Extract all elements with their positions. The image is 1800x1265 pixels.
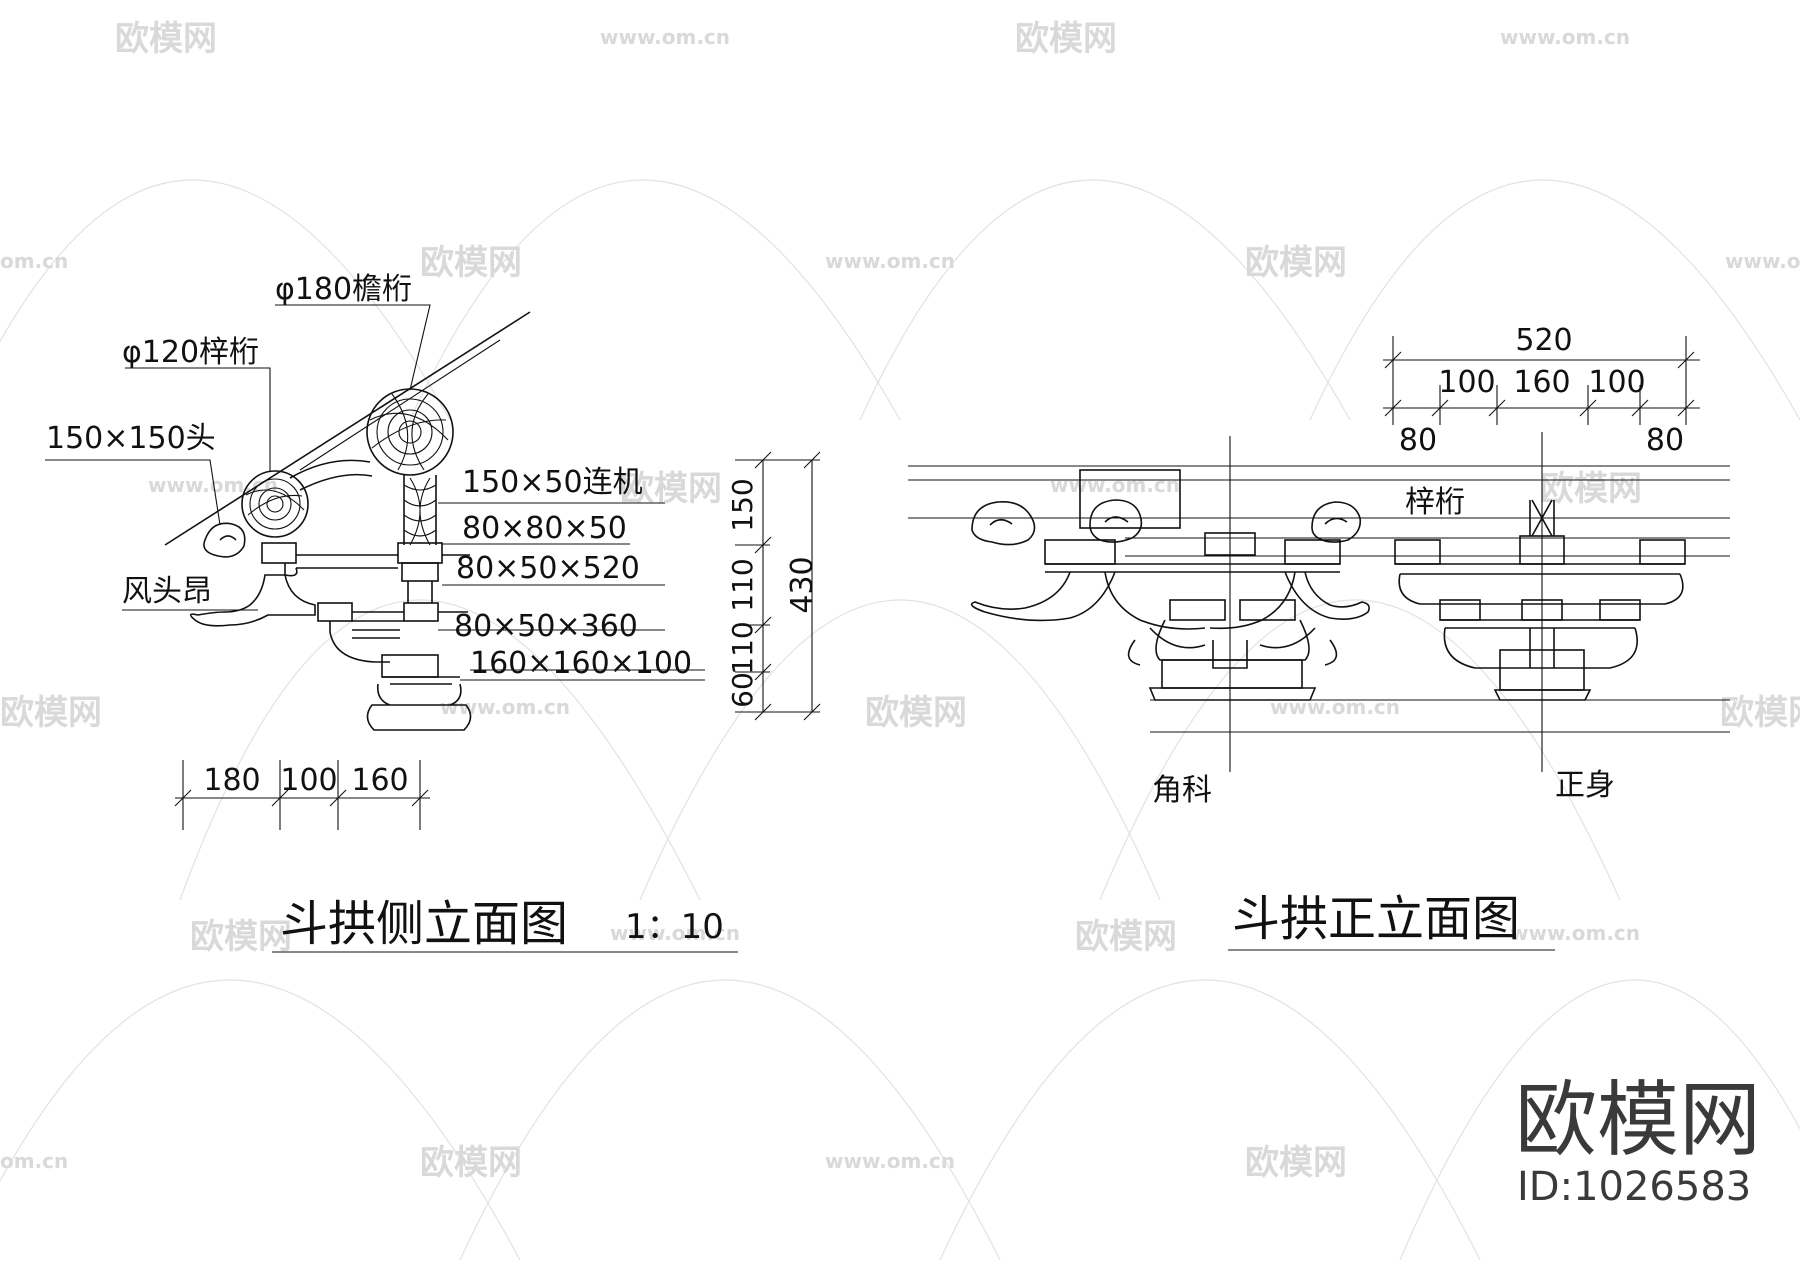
dim-front-80-right: 80 xyxy=(1646,423,1684,458)
watermark-arcs xyxy=(0,179,1800,1261)
dim-v-150: 150 xyxy=(726,478,759,531)
front-title: 斗拱正立面图 xyxy=(1232,891,1520,947)
front-dims xyxy=(1383,336,1700,425)
connector-post-carving xyxy=(403,477,437,546)
upper-beam xyxy=(284,554,470,577)
label-wind-head: 风头昂 xyxy=(122,574,212,609)
watermark-brand: 欧模网 xyxy=(190,917,292,957)
label-block-a: 80×80×50 xyxy=(462,511,627,546)
label-center: 正身 xyxy=(1555,768,1615,803)
watermark-site: www.om.cn xyxy=(600,25,730,49)
dim-h-180: 180 xyxy=(203,763,260,798)
upper-block-right xyxy=(397,542,443,564)
watermark-site: www.om.cn xyxy=(1270,695,1400,719)
eave-purlin-circle xyxy=(366,388,454,476)
dim-front-80-left: 80 xyxy=(1399,423,1437,458)
watermark-site: www.om.cn xyxy=(1725,249,1800,273)
front-beam-lines xyxy=(908,465,1730,733)
cloud-ornament xyxy=(203,522,246,558)
dim-front-total: 520 xyxy=(1515,323,1572,358)
middle-block-right xyxy=(403,602,439,622)
dim-front-100-left: 100 xyxy=(1438,365,1495,400)
dim-v-60: 60 xyxy=(726,672,759,708)
center-bracket-group xyxy=(1394,499,1686,701)
label-purlin: 梓桁 xyxy=(1405,485,1465,520)
label-beam-a: 80×50×520 xyxy=(456,551,640,586)
label-sub-purlin: φ120梓桁 xyxy=(122,335,259,370)
watermark-site: www.om.cn xyxy=(1050,473,1180,497)
watermark-brand: 欧模网 xyxy=(865,693,967,733)
watermark-brand: 欧模网 xyxy=(0,693,102,733)
side-title: 斗拱侧立面图 xyxy=(280,896,568,952)
watermark-brand: 欧模网 xyxy=(1075,917,1177,957)
watermark-site: om.cn xyxy=(0,1149,68,1173)
label-eave-purlin: φ180檐桁 xyxy=(275,272,412,307)
roof-slope-line xyxy=(299,339,501,471)
watermark-site: www.om.cn xyxy=(825,249,955,273)
dim-h-100: 100 xyxy=(280,763,337,798)
dim-h-160: 160 xyxy=(351,763,408,798)
sub-purlin-circle xyxy=(241,470,309,538)
upper-block-left xyxy=(261,542,297,564)
base-block xyxy=(381,654,439,678)
side-elevation: φ180檐桁 φ120梓桁 150×150头 风头昂 150×50连机 80×8… xyxy=(45,272,821,953)
watermark-brand: 欧模网 xyxy=(1015,19,1117,59)
watermark-site: www.om.cn xyxy=(825,1149,955,1173)
dim-front-160: 160 xyxy=(1513,365,1570,400)
roof-slope-line xyxy=(164,311,531,546)
lotus-base xyxy=(366,683,472,731)
label-beam-b: 80×50×360 xyxy=(454,609,638,644)
label-base: 160×160×100 xyxy=(470,646,692,681)
base-plate xyxy=(382,676,460,685)
watermark-site: www.om.cn xyxy=(1510,921,1640,945)
front-elevation: 梓桁 角科 正身 520 100 160 100 80 80 xyxy=(908,323,1730,951)
wind-head-arm xyxy=(189,574,316,627)
dim-v-110-lower: 110 xyxy=(726,621,759,674)
watermark-brand: 欧模网 xyxy=(1245,243,1347,283)
middle-beam xyxy=(352,611,468,622)
side-horizontal-dims xyxy=(174,760,430,830)
side-leaders xyxy=(45,304,705,681)
connector-post xyxy=(403,475,437,545)
block-80x80x50 xyxy=(401,562,439,582)
label-corner: 角科 xyxy=(1152,773,1212,808)
dim-v-110-upper: 110 xyxy=(726,558,759,611)
watermark-site: om.cn xyxy=(0,249,68,273)
column-stem xyxy=(407,581,433,603)
watermark-brand: 欧模网 xyxy=(1720,693,1800,733)
watermark-brand: 欧模网 xyxy=(1540,469,1642,509)
watermark-brand: 欧模网 xyxy=(420,1143,522,1183)
watermark-brand: 欧模网 xyxy=(420,243,522,283)
watermark-site: www.om.cn xyxy=(610,921,740,945)
lower-arm xyxy=(329,621,400,663)
side-vertical-dims xyxy=(735,451,821,721)
watermark-texts: 欧模网 www.om.cn 欧模网 www.om.cn om.cn 欧模网 ww… xyxy=(0,19,1800,1183)
label-head: 150×150头 xyxy=(46,421,216,456)
watermark-site: www.om.cn xyxy=(1500,25,1630,49)
tail-curve xyxy=(289,459,373,491)
watermark-site: www.om.cn xyxy=(440,695,570,719)
watermark-brand: 欧模网 xyxy=(115,19,217,59)
brand-stamp: 欧模网 ID:1026583 xyxy=(1515,1073,1761,1210)
watermark-brand: 欧模网 xyxy=(1245,1143,1347,1183)
middle-block-left xyxy=(317,602,353,622)
brand-logo: 欧模网 xyxy=(1515,1073,1761,1168)
corner-bracket-group xyxy=(970,469,1370,701)
dim-v-total: 430 xyxy=(785,556,820,613)
watermark-layer: 欧模网 www.om.cn 欧模网 www.om.cn om.cn 欧模网 ww… xyxy=(0,19,1800,1261)
watermark-brand: 欧模网 xyxy=(620,469,722,509)
label-connector: 150×50连机 xyxy=(462,465,643,500)
dim-front-100-right: 100 xyxy=(1588,365,1645,400)
side-scale: 1：10 xyxy=(625,907,724,947)
brand-id: ID:1026583 xyxy=(1517,1164,1751,1210)
